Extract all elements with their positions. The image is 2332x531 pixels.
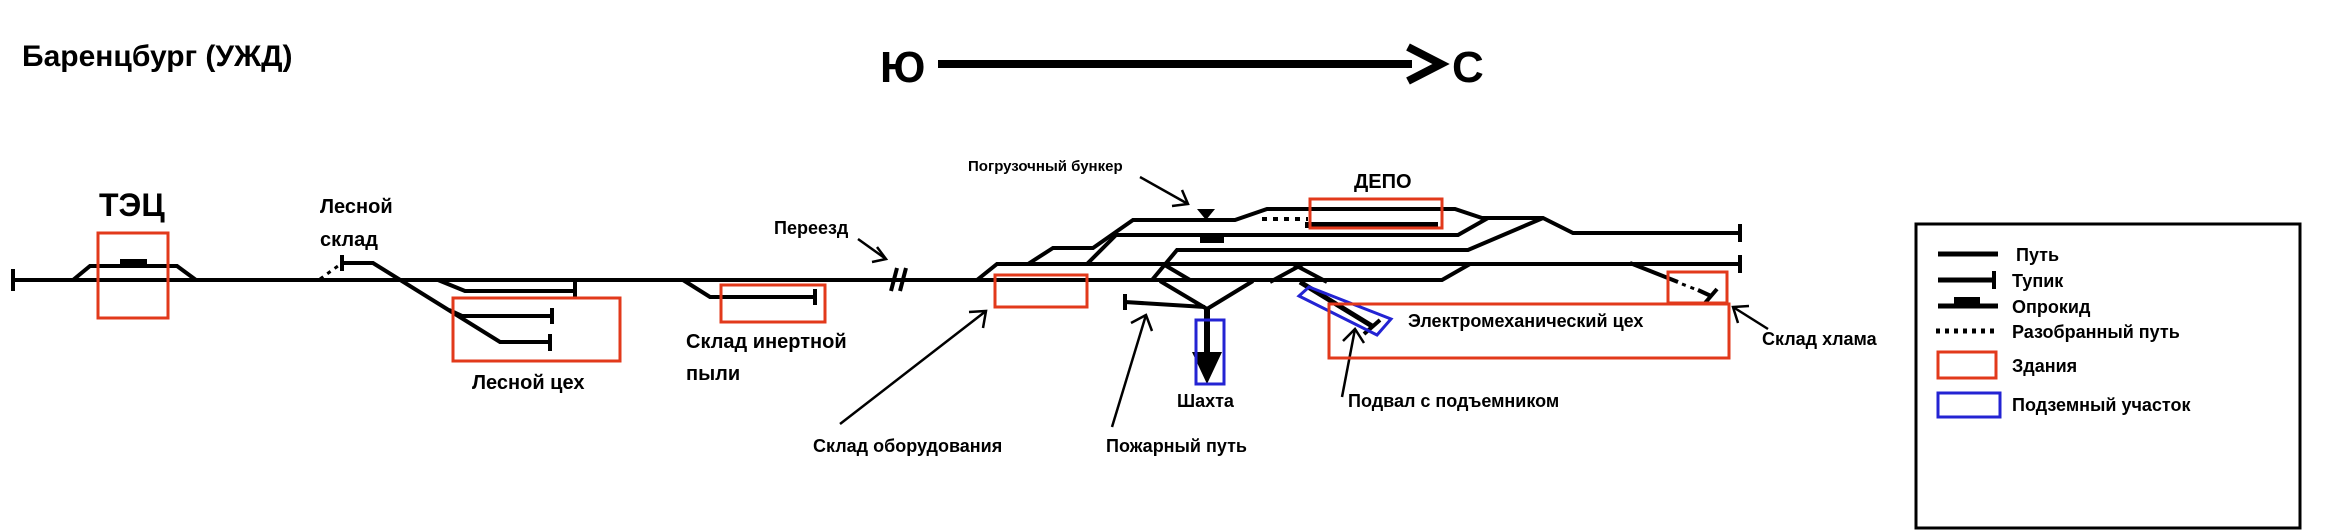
- basement-lift-arrowhead-icon: [1342, 327, 1366, 344]
- loading-bunker-area: Погрузочный бункер: [968, 158, 1190, 208]
- station-tracks: [975, 207, 1742, 284]
- loading-bunker-symbol: [1197, 209, 1215, 220]
- compass-south-label: Ю: [880, 43, 925, 92]
- inert-dust-label-line1: Склад инертной: [686, 331, 847, 353]
- legend-tipper-label: Опрокид: [2012, 297, 2091, 317]
- tec-building-outline: [96, 231, 170, 320]
- equipment-warehouse-building-outline: [993, 273, 1089, 309]
- forest-warehouse-label-line2: склад: [320, 229, 378, 251]
- level-crossing-arrow: [857, 237, 887, 261]
- tec-label: ТЭЦ: [99, 187, 165, 223]
- loading-bunker-label: Погрузочный бункер: [968, 158, 1123, 175]
- electromech-shop-label: Электромеханический цех: [1408, 311, 1643, 331]
- shaft-underground-outline: [1194, 318, 1226, 386]
- electromech-building-outline: [1327, 302, 1731, 360]
- electromech-shop-area: Электромеханический цех: [1327, 302, 1731, 360]
- station-tipper-symbol: [1200, 236, 1224, 243]
- equipment-warehouse-arrow: [839, 310, 987, 425]
- loading-bunker-arrowhead-icon: [1171, 189, 1190, 208]
- mine-shaft-label: Шахта: [1177, 391, 1235, 411]
- inert-dust-area: Склад инертной пыли: [681, 278, 847, 385]
- forest-warehouse-label-line1: Лесной: [320, 196, 393, 218]
- loading-bunker-arrow: [1139, 175, 1189, 206]
- depot-area: ДЕПО: [1308, 171, 1444, 230]
- forest-siding-2: [448, 308, 552, 318]
- level-crossing-label: Переезд: [774, 218, 849, 238]
- level-crossing-symbol: [889, 267, 908, 292]
- forest-branch-track: [342, 261, 550, 344]
- fire-track-stub: [1124, 300, 1206, 309]
- legend-box: [1914, 222, 2302, 530]
- legend-buildings-symbol: [1936, 350, 1998, 380]
- forest-dismantled-track: [319, 264, 339, 281]
- legend-dismantled-label: Разобранный путь: [2012, 322, 2180, 342]
- page-title: Баренцбург (УЖД): [22, 40, 293, 73]
- fire-track-label: Пожарный путь: [1106, 436, 1247, 456]
- equipment-warehouse-label: Склад оборудования: [813, 436, 1002, 456]
- junk-warehouse-arrowhead-icon: [1731, 304, 1750, 324]
- forest-shop-building-outline: [451, 296, 622, 363]
- basement-underground-outline: [1296, 285, 1394, 337]
- junk-warehouse-building-outline: [1666, 270, 1729, 305]
- equipment-warehouse-arrowhead-icon: [968, 309, 988, 329]
- basement-lift-label: Подвал с подъемником: [1348, 391, 1559, 411]
- compass: Ю С: [880, 43, 1484, 92]
- mine-shaft-area: Шахта Пожарный путь: [1106, 279, 1255, 456]
- tec-loop-track: [71, 264, 198, 282]
- shaft-arrowhead-icon: [1192, 352, 1222, 384]
- legend-underground-symbol: [1936, 391, 2002, 419]
- tec-tipper-symbol: [120, 259, 147, 266]
- inert-dust-label-line2: пыли: [686, 363, 740, 385]
- main-track: [13, 262, 1471, 282]
- station-track-2: [975, 262, 1740, 282]
- junk-branch-track: [1629, 261, 1679, 284]
- junk-warehouse-label: Склад хлама: [1762, 329, 1878, 349]
- compass-arrowhead-icon: [1406, 43, 1450, 85]
- main-line: [11, 262, 1471, 291]
- station-crossover-2: [1292, 262, 1328, 284]
- station-track-tipper: [1085, 216, 1489, 266]
- station-crossover-3: [1161, 262, 1192, 282]
- basement-lift-area: Подвал с подъемником: [1296, 279, 1559, 411]
- junk-warehouse-arrow: [1732, 305, 1769, 331]
- forest-siding-1: [437, 278, 575, 293]
- basement-lift-arrow: [1340, 328, 1357, 398]
- junk-warehouse-area: Склад хлама: [1629, 261, 1878, 349]
- compass-north-label: С: [1452, 43, 1484, 92]
- fire-track-arrowhead-icon: [1130, 313, 1154, 332]
- inert-dust-siding: [681, 278, 815, 299]
- level-crossing: Переезд: [774, 218, 908, 292]
- junk-branch-end: [1697, 288, 1712, 298]
- legend: Путь Тупик Опрокид Разобранный путь Здан…: [1914, 222, 2302, 530]
- tec-area: ТЭЦ: [71, 187, 198, 320]
- inert-dust-building-outline: [719, 283, 827, 324]
- legend-underground-label: Подземный участок: [2012, 395, 2192, 415]
- legend-buildings-label: Здания: [2012, 356, 2077, 376]
- depot-label: ДЕПО: [1354, 171, 1412, 193]
- depot-building-outline: [1308, 197, 1444, 230]
- junk-branch-tick: [1703, 287, 1719, 305]
- legend-tipper-bar: [1954, 297, 1980, 306]
- fire-track-arrow: [1110, 314, 1148, 428]
- station-track-top: [1026, 207, 1740, 266]
- legend-track-label: Путь: [2016, 245, 2059, 265]
- forest-shop-label: Лесной цех: [472, 372, 584, 394]
- basement-track-tick: [1362, 318, 1382, 336]
- legend-dead-end-label: Тупик: [2012, 271, 2064, 291]
- junk-dismantled-track: [1681, 282, 1701, 293]
- level-crossing-arrowhead-icon: [871, 246, 889, 264]
- forest-area: Лесной склад Лесной цех: [319, 196, 622, 394]
- equipment-warehouse-area: Склад оборудования: [813, 273, 1089, 456]
